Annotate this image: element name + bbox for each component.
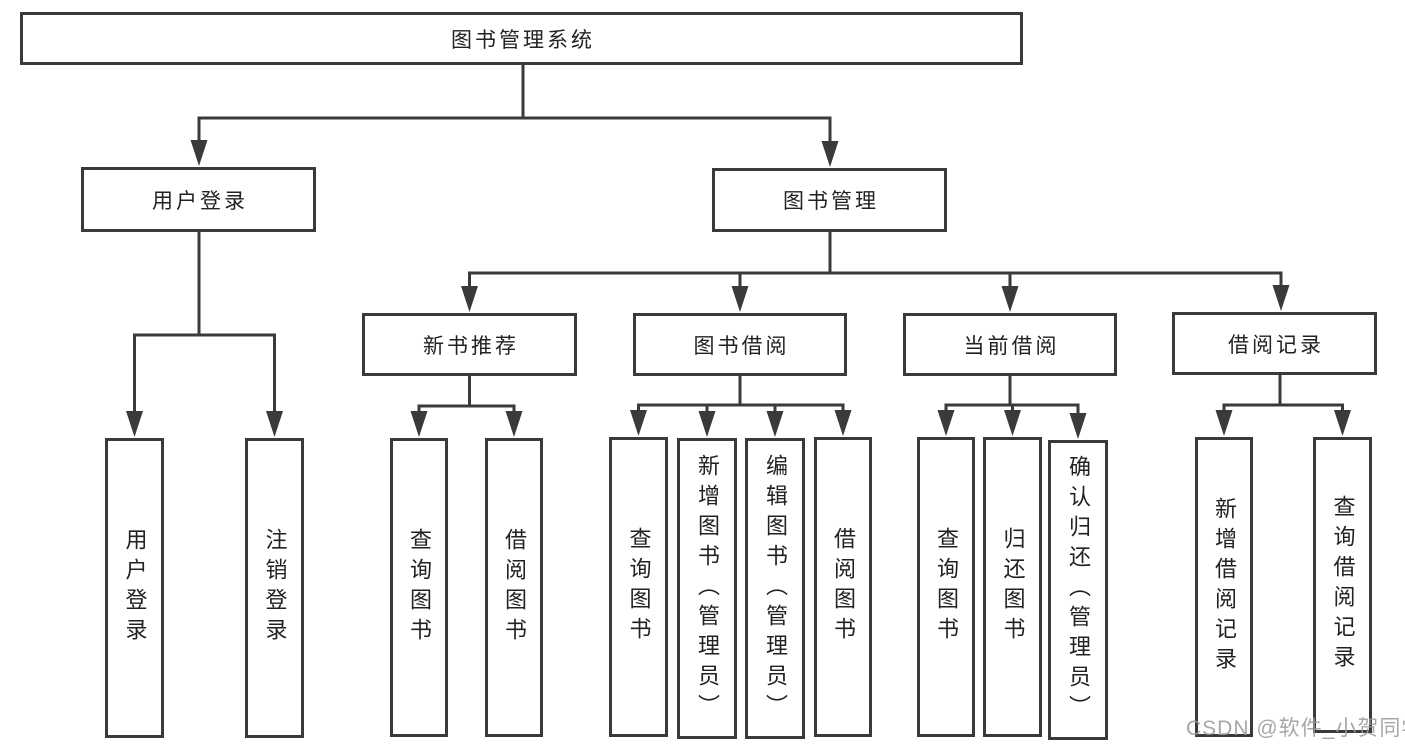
node-root: 图书管理系统 — [20, 12, 1023, 65]
node-book-mgmt-branch: 图书管理 — [712, 168, 947, 232]
watermark: CSDN @软件_小贺同学 — [1186, 717, 1405, 740]
leaf-query-books-borrow: 查询图书 — [609, 437, 668, 737]
leaf-confirm-return-admin: 确认归还（管理员） — [1048, 440, 1108, 740]
leaf-edit-book-admin: 编辑图书（管理员） — [745, 438, 805, 739]
leaf-logout-login: 注销登录 — [245, 438, 304, 738]
leaf-query-books-recommend: 查询图书 — [390, 438, 448, 737]
leaf-return-books: 归还图书 — [983, 437, 1042, 737]
leaf-borrow-books-recommend: 借阅图书 — [485, 438, 543, 737]
leaf-add-borrow-record: 新增借阅记录 — [1195, 437, 1253, 737]
node-borrow-records: 借阅记录 — [1172, 312, 1377, 375]
leaf-add-book-admin: 新增图书（管理员） — [677, 438, 737, 739]
node-new-book-recommend: 新书推荐 — [362, 313, 577, 376]
leaf-borrow-books: 借阅图书 — [814, 437, 872, 737]
leaf-query-borrow-record: 查询借阅记录 — [1313, 437, 1372, 733]
node-book-borrow: 图书借阅 — [633, 313, 847, 376]
node-current-borrow: 当前借阅 — [903, 313, 1117, 376]
leaf-user-login: 用户登录 — [105, 438, 164, 738]
node-user-login-branch: 用户登录 — [81, 167, 316, 232]
leaf-query-books-current: 查询图书 — [917, 437, 975, 737]
